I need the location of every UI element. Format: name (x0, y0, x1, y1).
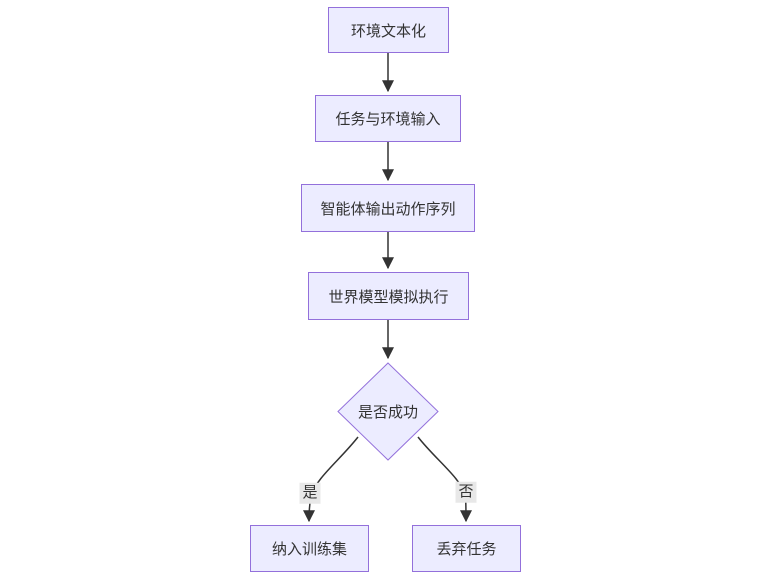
node-task-env-input: 任务与环境输入 (315, 95, 461, 142)
node-label: 纳入训练集 (271, 541, 347, 558)
edge-check-no (417, 436, 472, 523)
node-label: 环境文本化 (350, 22, 426, 40)
node-label: 智能体输出动作序列 (320, 200, 456, 218)
node-label: 任务与环境输入 (335, 111, 441, 128)
node-label: 丢弃任务 (436, 541, 497, 558)
edge-label-yes: 是 (299, 482, 321, 504)
node-env-textualization: 环境文本化 (328, 7, 449, 53)
node-agent-action-sequence: 智能体输出动作序列 (301, 184, 475, 232)
node-label: 世界模型模拟执行 (328, 288, 449, 306)
node-discard-task: 丢弃任务 (412, 525, 521, 572)
node-world-model-sim: 世界模型模拟执行 (308, 272, 469, 320)
node-training-set: 纳入训练集 (250, 525, 369, 572)
edge-label-no: 否 (455, 481, 477, 503)
edge-check-yes (303, 436, 359, 523)
diamond-shape (337, 362, 439, 461)
